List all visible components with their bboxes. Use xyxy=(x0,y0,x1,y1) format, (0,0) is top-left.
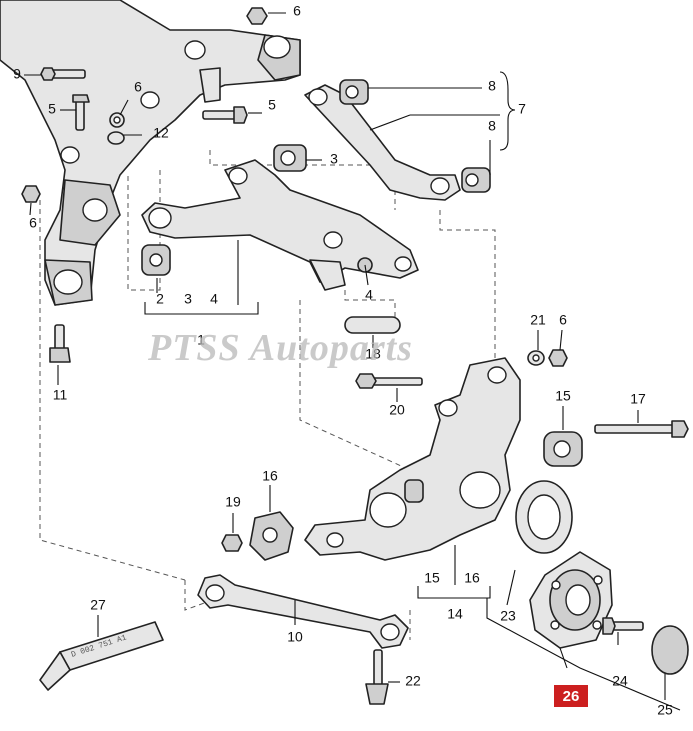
label-24: 24 xyxy=(612,673,628,689)
watermark-text: PTSS Autoparts xyxy=(147,327,413,369)
hub-assembly xyxy=(515,480,689,675)
label-5: 5 xyxy=(268,97,276,113)
nut-group xyxy=(221,511,294,561)
label-14: 14 xyxy=(447,606,463,622)
label-18: 18 xyxy=(365,346,381,362)
label-2: 2 xyxy=(156,291,164,307)
part-labels: 6 9 5 6 12 5 6 8 7 8 3 2 3 4 1 4 18 20 2… xyxy=(13,3,673,718)
label-26: 26 xyxy=(563,688,580,705)
sealant-tube-27: D 002 751 A1 xyxy=(39,621,164,691)
label-5: 5 xyxy=(48,101,56,117)
label-12: 12 xyxy=(153,125,169,141)
subframe-fasteners xyxy=(21,7,268,363)
label-17: 17 xyxy=(630,391,646,407)
label-21: 21 xyxy=(530,312,546,328)
label-6: 6 xyxy=(134,79,142,95)
label-16: 16 xyxy=(262,468,278,484)
label-10: 10 xyxy=(287,629,303,645)
pin-bolt-group xyxy=(344,316,568,389)
upper-control-arm-7 xyxy=(304,79,491,201)
label-25: 25 xyxy=(657,702,673,718)
label-3: 3 xyxy=(184,291,192,307)
label-4: 4 xyxy=(365,287,373,303)
label-27: 27 xyxy=(90,597,106,613)
wheel-carrier-14 xyxy=(304,357,521,561)
label-9: 9 xyxy=(13,66,21,82)
label-8: 8 xyxy=(488,118,496,134)
label-15: 15 xyxy=(424,570,440,586)
lower-wishbone-1 xyxy=(141,144,419,291)
label-11: 11 xyxy=(53,387,68,403)
label-22: 22 xyxy=(405,673,421,689)
label-6: 6 xyxy=(29,215,37,231)
label-20: 20 xyxy=(389,402,405,418)
label-3: 3 xyxy=(330,151,338,167)
label-19: 19 xyxy=(225,494,241,510)
label-6: 6 xyxy=(293,3,301,19)
label-7: 7 xyxy=(518,101,526,117)
label-8: 8 xyxy=(488,78,496,94)
group-brackets xyxy=(144,71,681,711)
label-15: 15 xyxy=(555,388,571,404)
label-1: 1 xyxy=(197,332,205,348)
carrier-bushing-bolt xyxy=(543,420,689,467)
label-23: 23 xyxy=(500,608,516,624)
tie-rod-10 xyxy=(197,574,409,705)
label-6: 6 xyxy=(559,312,567,328)
label-26-highlight xyxy=(554,685,588,707)
label-4: 4 xyxy=(210,291,218,307)
label-16: 16 xyxy=(464,570,480,586)
leader-lines xyxy=(24,12,666,700)
